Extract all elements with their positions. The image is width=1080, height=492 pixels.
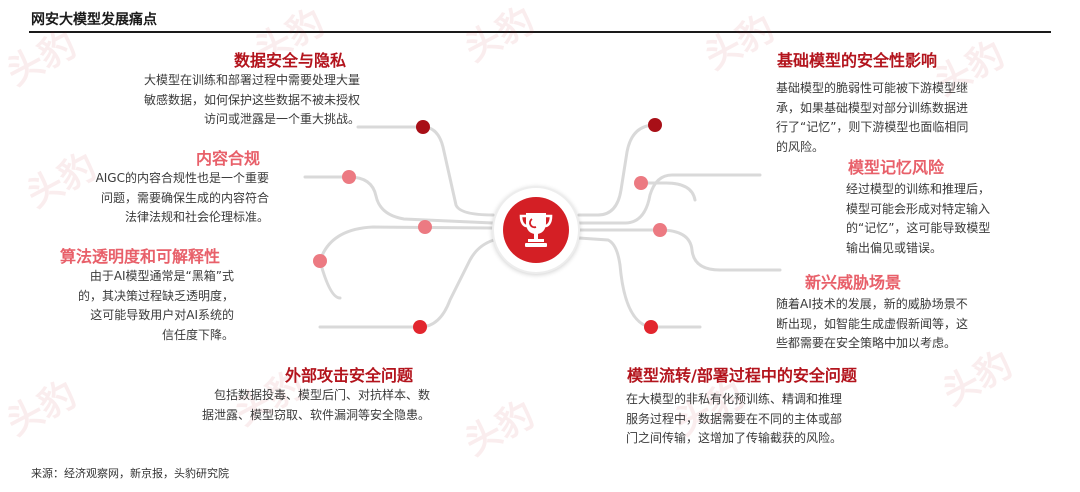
desc-line: 访问或泄露是一个重大挑战。 <box>203 112 360 126</box>
desc-algorithm-transparency: 由于AI模型通常是“黑箱”式 的，其决策过程缺乏透明度， 这可能导致用户对AI系… <box>60 267 234 345</box>
desc-line: 门之间传输，这增加了传输截获的风险。 <box>626 431 843 445</box>
desc-line: 问题，需要确保生成的内容符合 <box>100 190 269 205</box>
node-dot <box>653 223 667 237</box>
node-dot <box>313 254 327 268</box>
desc-line: 基础模型的脆弱性可能被下游模型继 <box>776 81 969 95</box>
desc-line: 大模型在训练和部署过程中需要处理大量 <box>143 73 360 87</box>
trophy-icon <box>519 213 553 247</box>
desc-line: 模型可能会形成对特定输入 <box>846 201 991 216</box>
connector-line <box>577 236 702 329</box>
heading-algorithm-transparency: 算法透明度和可解释性 <box>60 247 221 266</box>
desc-line: AIGC的内容合规性也是一个重要 <box>95 171 269 185</box>
connector-line <box>577 228 782 272</box>
connector-line <box>577 173 762 225</box>
heading-foundation-model-security: 基础模型的安全性影响 <box>777 51 938 70</box>
connector-line <box>318 225 495 263</box>
title-divider <box>29 31 1051 33</box>
connector-line <box>577 123 657 217</box>
heading-data-security: 数据安全与隐私 <box>234 51 347 70</box>
desc-data-security: 大模型在训练和部署过程中需要处理大量 敏感数据，如何保护这些数据不被未授权 访问… <box>112 71 360 130</box>
desc-line: 些都需要在安全策略中加以考虑。 <box>776 336 957 350</box>
node-dot <box>342 170 356 184</box>
desc-line: 承，如果基础模型对部分训练数据进 <box>776 100 969 115</box>
node-dot <box>644 320 658 334</box>
center-hub <box>492 186 580 274</box>
desc-line: 服务过程中，数据需要在不同的主体或部 <box>626 411 843 426</box>
connector-line <box>303 175 495 225</box>
heading-model-memory-risk: 模型记忆风险 <box>848 158 945 177</box>
desc-line: 随着AI技术的发展，新的威胁场景不 <box>776 297 968 311</box>
desc-line: 经过模型的训练和推理后， <box>846 182 991 196</box>
desc-line: 敏感数据，如何保护这些数据不被未授权 <box>143 92 360 107</box>
connector-line <box>639 181 697 202</box>
page-title: 网安大模型发展痛点 <box>31 12 157 28</box>
desc-model-memory-risk: 经过模型的训练和推理后， 模型可能会形成对特定输入 的“记忆”，这可能导致模型 … <box>846 180 1036 258</box>
node-dot <box>416 120 430 134</box>
desc-line: 包括数据投毒、模型后门、对抗样本、数 <box>213 388 430 402</box>
heading-emerging-threats: 新兴威胁场景 <box>805 273 902 292</box>
desc-emerging-threats: 随着AI技术的发展，新的威胁场景不 断出现，如智能生成虚假新闻等，这 些都需要在… <box>776 295 1026 354</box>
desc-content-compliance: AIGC的内容合规性也是一个重要 问题，需要确保生成的内容符合 法律法规和社会伦… <box>70 169 269 228</box>
desc-line: 输出偏见或错误。 <box>846 240 943 255</box>
heading-external-attack: 外部攻击安全问题 <box>285 366 414 385</box>
desc-line: 的风险。 <box>776 139 825 154</box>
node-dot <box>648 118 662 132</box>
desc-line: 这可能导致用户对AI系统的 <box>90 308 234 322</box>
node-dot <box>634 176 648 190</box>
desc-foundation-model-security: 基础模型的脆弱性可能被下游模型继 承，如果基础模型对部分训练数据进 行了“记忆”… <box>776 79 1024 157</box>
heading-model-deployment-security: 模型流转/部署过程中的安全问题 <box>627 366 857 385</box>
desc-line: 信任度下降。 <box>161 327 234 342</box>
desc-line: 在大模型的非私有化预训练、精调和推理 <box>626 392 843 406</box>
desc-line: 据泄露、模型窃取、软件漏洞等安全隐患。 <box>201 407 430 422</box>
desc-line: 断出现，如智能生成虚假新闻等，这 <box>776 316 969 331</box>
desc-line: 的“记忆”，这可能导致模型 <box>846 221 991 235</box>
hub-inner-circle <box>503 197 569 263</box>
connector-line <box>318 238 496 329</box>
desc-model-deployment-security: 在大模型的非私有化预训练、精调和推理 服务过程中，数据需要在不同的主体或部 门之… <box>626 390 878 449</box>
desc-line: 行了“记忆”，则下游模型也面临相同 <box>776 120 969 134</box>
desc-line: 法律法规和社会伦理标准。 <box>124 210 269 224</box>
node-dot <box>413 320 427 334</box>
heading-content-compliance: 内容合规 <box>196 149 261 168</box>
desc-line: 的，其决策过程缺乏透明度， <box>77 288 234 303</box>
desc-line: 由于AI模型通常是“黑箱”式 <box>89 269 234 283</box>
source-note: 来源：经济观察网，新京报，头豹研究院 <box>31 467 229 480</box>
desc-external-attack: 包括数据投毒、模型后门、对抗样本、数 据泄露、模型窃取、软件漏洞等安全隐患。 <box>178 386 430 425</box>
node-dot <box>418 220 432 234</box>
